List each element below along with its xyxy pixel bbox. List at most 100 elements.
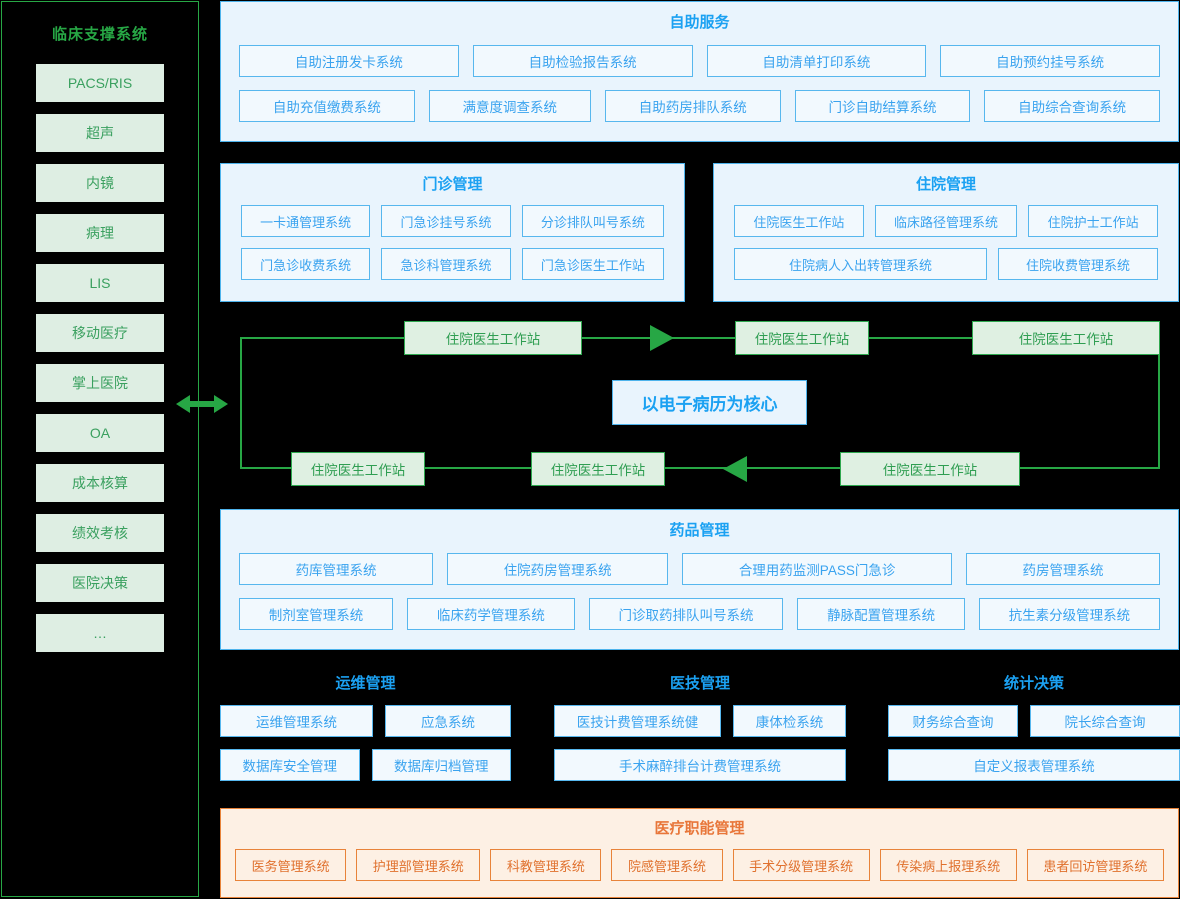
sidebar-title: 临床支撑系统 xyxy=(51,26,148,43)
ops-management-column: 运维管理 运维管理系统 应急系统 数据库安全管理 数据库归档管理 xyxy=(220,672,511,781)
med-function-row-1: 医务管理系统 护理部管理系统 科教管理系统 院感管理系统 手术分级管理系统 传染… xyxy=(221,849,1178,881)
medtech-row-1: 医技计费管理系统健 康体检系统 xyxy=(554,705,846,737)
self-service-item[interactable]: 自助药房排队系统 xyxy=(604,90,781,122)
inpatient-row-1: 住院医生工作站 临床路径管理系统 住院护士工作站 xyxy=(714,205,1178,237)
cycle-line-left xyxy=(240,337,242,469)
medtech-item[interactable]: 医技计费管理系统健 xyxy=(554,705,721,737)
stats-item[interactable]: 院长综合查询 xyxy=(1030,705,1180,737)
drug-item[interactable]: 药库管理系统 xyxy=(239,553,434,585)
self-service-panel: 自助服务 自助注册发卡系统 自助检验报告系统 自助清单打印系统 自助预约挂号系统… xyxy=(220,1,1179,142)
stats-item[interactable]: 自定义报表管理系统 xyxy=(888,749,1180,781)
stats-title: 统计决策 xyxy=(1003,675,1064,692)
drug-item[interactable]: 合理用药监测PASS门急诊 xyxy=(682,553,952,585)
cycle-node[interactable]: 住院医生工作站 xyxy=(404,321,582,355)
self-service-title: 自助服务 xyxy=(669,14,730,31)
ops-row-2: 数据库安全管理 数据库归档管理 xyxy=(220,749,511,781)
inpatient-item[interactable]: 住院收费管理系统 xyxy=(998,248,1158,280)
sidebar-item-pacs-ris[interactable]: PACS/RIS xyxy=(36,64,164,102)
drug-item[interactable]: 住院药房管理系统 xyxy=(447,553,669,585)
self-service-item[interactable]: 自助综合查询系统 xyxy=(984,90,1161,122)
inpatient-title: 住院管理 xyxy=(915,176,976,193)
sidebar-item-lis[interactable]: LIS xyxy=(36,264,164,302)
self-service-item[interactable]: 自助预约挂号系统 xyxy=(940,45,1160,77)
med-function-item[interactable]: 医务管理系统 xyxy=(235,849,347,881)
ops-item[interactable]: 数据库安全管理 xyxy=(220,749,360,781)
stats-row-1: 财务综合查询 院长综合查询 xyxy=(888,705,1180,737)
sidebar-item-performance[interactable]: 绩效考核 xyxy=(36,514,164,552)
cycle-line-bottom xyxy=(240,467,1160,469)
inpatient-item[interactable]: 住院医生工作站 xyxy=(734,205,864,237)
self-service-item[interactable]: 自助注册发卡系统 xyxy=(239,45,459,77)
inpatient-management-panel: 住院管理 住院医生工作站 临床路径管理系统 住院护士工作站 住院病人入出转管理系… xyxy=(713,163,1179,302)
cycle-node[interactable]: 住院医生工作站 xyxy=(840,452,1020,486)
cycle-node[interactable]: 住院医生工作站 xyxy=(972,321,1160,355)
self-service-row-1: 自助注册发卡系统 自助检验报告系统 自助清单打印系统 自助预约挂号系统 xyxy=(221,45,1178,77)
med-function-item[interactable]: 科教管理系统 xyxy=(490,849,602,881)
inpatient-item[interactable]: 住院病人入出转管理系统 xyxy=(734,248,987,280)
inpatient-item[interactable]: 住院护士工作站 xyxy=(1028,205,1159,237)
medtech-item[interactable]: 手术麻醉排台计费管理系统 xyxy=(554,749,846,781)
self-service-item[interactable]: 门诊自助结算系统 xyxy=(794,90,971,122)
medtech-title: 医技管理 xyxy=(669,675,730,692)
self-service-item[interactable]: 满意度调查系统 xyxy=(428,90,591,122)
drug-item[interactable]: 药房管理系统 xyxy=(965,553,1161,585)
outpatient-item[interactable]: 急诊科管理系统 xyxy=(381,248,511,280)
sidebar-item-endoscopy[interactable]: 内镜 xyxy=(36,164,164,202)
sidebar-item-hospital-decision[interactable]: 医院决策 xyxy=(36,564,164,602)
med-function-item[interactable]: 传染病上报理系统 xyxy=(879,849,1017,881)
drug-item[interactable]: 静脉配置管理系统 xyxy=(797,598,965,630)
outpatient-row-1: 一卡通管理系统 门急诊挂号系统 分诊排队叫号系统 xyxy=(221,205,684,237)
outpatient-item[interactable]: 门急诊挂号系统 xyxy=(381,205,511,237)
med-function-item[interactable]: 院感管理系统 xyxy=(611,849,723,881)
drug-item[interactable]: 临床药学管理系统 xyxy=(407,598,575,630)
med-function-item[interactable]: 护理部管理系统 xyxy=(356,849,481,881)
cycle-node[interactable]: 住院医生工作站 xyxy=(531,452,665,486)
cycle-line-right xyxy=(1158,337,1160,469)
outpatient-item[interactable]: 一卡通管理系统 xyxy=(241,205,371,237)
drug-title: 药品管理 xyxy=(669,522,730,539)
self-service-item[interactable]: 自助清单打印系统 xyxy=(706,45,927,77)
self-service-item[interactable]: 自助检验报告系统 xyxy=(472,45,693,77)
double-arrow-icon xyxy=(176,395,228,413)
drug-row-2: 制剂室管理系统 临床药学管理系统 门诊取药排队叫号系统 静脉配置管理系统 抗生素… xyxy=(221,598,1178,630)
sidebar-item-more[interactable]: … xyxy=(36,614,164,652)
inpatient-item[interactable]: 临床路径管理系统 xyxy=(874,205,1018,237)
clinical-support-sidebar: 临床支撑系统 PACS/RIS 超声 内镜 病理 LIS 移动医疗 掌上医院 O… xyxy=(1,1,199,897)
drug-item[interactable]: 门诊取药排队叫号系统 xyxy=(588,598,784,630)
drug-management-panel: 药品管理 药库管理系统 住院药房管理系统 合理用药监测PASS门急诊 药房管理系… xyxy=(220,509,1179,650)
sidebar-item-mobile-medical[interactable]: 移动医疗 xyxy=(36,314,164,352)
sidebar-item-oa[interactable]: OA xyxy=(36,414,164,452)
cycle-node[interactable]: 住院医生工作站 xyxy=(735,321,869,355)
med-function-title: 医疗职能管理 xyxy=(654,820,745,837)
medtech-item[interactable]: 康体检系统 xyxy=(733,705,846,737)
self-service-row-2: 自助充值缴费系统 满意度调查系统 自助药房排队系统 门诊自助结算系统 自助综合查… xyxy=(221,90,1178,122)
emr-core-box: 以电子病历为核心 xyxy=(612,380,807,425)
drug-item[interactable]: 抗生素分级管理系统 xyxy=(978,598,1160,630)
ops-item[interactable]: 应急系统 xyxy=(385,705,511,737)
outpatient-item[interactable]: 分诊排队叫号系统 xyxy=(521,205,664,237)
cycle-node[interactable]: 住院医生工作站 xyxy=(291,452,425,486)
outpatient-row-2: 门急诊收费系统 急诊科管理系统 门急诊医生工作站 xyxy=(221,248,684,280)
medtech-row-2: 手术麻醉排台计费管理系统 xyxy=(554,749,846,781)
sidebar-item-cost-accounting[interactable]: 成本核算 xyxy=(36,464,164,502)
med-function-item[interactable]: 患者回访管理系统 xyxy=(1026,849,1164,881)
sidebar-item-list: PACS/RIS 超声 内镜 病理 LIS 移动医疗 掌上医院 OA 成本核算 … xyxy=(2,64,198,652)
cycle-arrow-right-icon xyxy=(650,325,674,351)
outpatient-management-panel: 门诊管理 一卡通管理系统 门急诊挂号系统 分诊排队叫号系统 门急诊收费系统 急诊… xyxy=(220,163,685,302)
sidebar-item-ultrasound[interactable]: 超声 xyxy=(36,114,164,152)
medical-function-panel: 医疗职能管理 医务管理系统 护理部管理系统 科教管理系统 院感管理系统 手术分级… xyxy=(220,808,1179,898)
ops-item[interactable]: 运维管理系统 xyxy=(220,705,373,737)
statistics-decision-column: 统计决策 财务综合查询 院长综合查询 自定义报表管理系统 xyxy=(888,672,1180,781)
self-service-item[interactable]: 自助充值缴费系统 xyxy=(239,90,415,122)
drug-item[interactable]: 制剂室管理系统 xyxy=(239,598,394,630)
outpatient-item[interactable]: 门急诊医生工作站 xyxy=(521,248,664,280)
med-function-item[interactable]: 手术分级管理系统 xyxy=(732,849,870,881)
outpatient-item[interactable]: 门急诊收费系统 xyxy=(241,248,371,280)
medtech-management-column: 医技管理 医技计费管理系统健 康体检系统 手术麻醉排台计费管理系统 xyxy=(554,672,846,781)
stats-item[interactable]: 财务综合查询 xyxy=(888,705,1018,737)
sidebar-item-palm-hospital[interactable]: 掌上医院 xyxy=(36,364,164,402)
stats-row-2: 自定义报表管理系统 xyxy=(888,749,1180,781)
ops-item[interactable]: 数据库归档管理 xyxy=(371,749,511,781)
sidebar-item-pathology[interactable]: 病理 xyxy=(36,214,164,252)
ops-title: 运维管理 xyxy=(335,675,396,692)
